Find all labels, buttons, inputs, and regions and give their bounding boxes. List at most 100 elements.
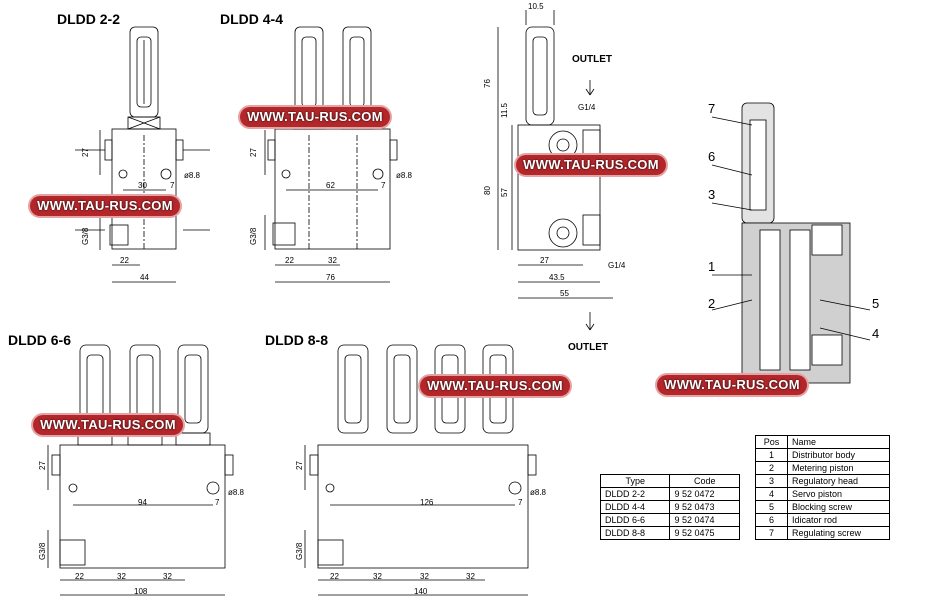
watermark: WWW.TAU-RUS.COM (33, 415, 183, 435)
callout-4: 4 (872, 326, 880, 341)
dim-32: 32 (420, 572, 429, 581)
dim-108: 108 (134, 587, 148, 596)
dim-diam: ø8.8 (530, 488, 547, 497)
callout-2: 2 (708, 296, 716, 311)
dim-76: 76 (326, 273, 335, 282)
table-cell: 9 52 0474 (669, 513, 740, 527)
dim-22: 22 (75, 572, 84, 581)
dim-22: 22 (285, 256, 294, 265)
table-header: Name (787, 435, 890, 449)
table-cell: Idicator rod (787, 513, 890, 527)
table-cell: 3 (754, 474, 789, 488)
table-cell: 1 (754, 448, 789, 462)
dim-32: 32 (328, 256, 337, 265)
dim-94: 94 (138, 498, 147, 507)
dim-g38: G3/8 (295, 542, 304, 560)
dim-27: 27 (38, 461, 47, 470)
dim-44: 44 (140, 273, 149, 282)
dim-32: 32 (117, 572, 126, 581)
watermark: WWW.TAU-RUS.COM (30, 196, 180, 216)
watermark: WWW.TAU-RUS.COM (516, 155, 666, 175)
title-dldd22: DLDD 2-2 (57, 11, 121, 27)
title-dldd44: DLDD 4-4 (220, 11, 284, 27)
table-cell: DLDD 4-4 (599, 500, 671, 514)
dim-g38: G3/8 (81, 227, 90, 245)
table-header-row: Pos Name (754, 435, 890, 449)
table-cell: 9 52 0475 (669, 526, 740, 540)
callout-6: 6 (708, 149, 716, 164)
callout-5: 5 (872, 296, 880, 311)
dim-43-5: 43.5 (549, 273, 565, 282)
table-cell: Blocking screw (787, 500, 890, 514)
dim-diam: ø8.8 (228, 488, 245, 497)
dim-g14-top: G1/4 (578, 103, 596, 112)
dim-7: 7 (381, 181, 386, 190)
dim-diam: ø8.8 (396, 171, 413, 180)
dim-22: 22 (330, 572, 339, 581)
table-cell: Servo piston (787, 487, 890, 501)
table-header: Type (599, 474, 671, 488)
drawing-side-view (497, 10, 613, 331)
table-cell: DLDD 2-2 (599, 487, 671, 501)
table-cell: 4 (754, 487, 789, 501)
table-cell: 9 52 0472 (669, 487, 740, 501)
table-cell: 7 (754, 526, 789, 540)
table-cell: 9 52 0473 (669, 500, 740, 514)
table-cell: Regulating screw (787, 526, 890, 540)
dim-80: 80 (483, 186, 492, 195)
dim-27: 27 (249, 148, 258, 157)
dim-11-5: 11.5 (500, 102, 509, 118)
table-cell: Regulatory head (787, 474, 890, 488)
table-header: Code (669, 474, 740, 488)
dimension-labels: 27 30 7 ø8.8 G3/8 22 44 27 62 7 ø8.8 G3/… (38, 2, 626, 596)
table-header: Pos (754, 435, 789, 449)
outlet-label-bottom: OUTLET (568, 342, 608, 353)
callout-7: 7 (708, 101, 716, 116)
dim-126: 126 (420, 498, 434, 507)
dim-27: 27 (295, 461, 304, 470)
dim-27: 27 (81, 148, 90, 157)
table-cell: DLDD 8-8 (599, 526, 671, 540)
dim-76v: 76 (483, 79, 492, 88)
dim-32: 32 (163, 572, 172, 581)
dim-140: 140 (414, 587, 428, 596)
drawing-section (711, 102, 871, 384)
title-dldd66: DLDD 6-6 (8, 332, 72, 348)
drawing-dldd66 (47, 344, 234, 596)
table-cell: Distributor body (787, 448, 890, 462)
table-cell: DLDD 6-6 (599, 513, 671, 527)
dim-57: 57 (500, 188, 509, 197)
dim-g38: G3/8 (249, 227, 258, 245)
dim-32: 32 (373, 572, 382, 581)
dim-diam: ø8.8 (184, 171, 201, 180)
dim-10-5: 10.5 (528, 2, 544, 11)
title-dldd88: DLDD 8-8 (265, 332, 329, 348)
table-cell: 5 (754, 500, 789, 514)
watermark: WWW.TAU-RUS.COM (420, 376, 570, 396)
dim-62: 62 (326, 181, 335, 190)
watermark: WWW.TAU-RUS.COM (657, 375, 807, 395)
watermark: WWW.TAU-RUS.COM (240, 107, 390, 127)
table-cell: Metering piston (787, 461, 890, 475)
dim-27-side: 27 (540, 256, 549, 265)
dim-g38: G3/8 (38, 542, 47, 560)
dim-22: 22 (120, 256, 129, 265)
table-cell: 2 (754, 461, 789, 475)
dim-g14-bottom: G1/4 (608, 261, 626, 270)
dim-55: 55 (560, 289, 569, 298)
table-cell: 6 (754, 513, 789, 527)
dim-7: 7 (518, 498, 523, 507)
dim-7: 7 (170, 181, 175, 190)
drawing-dldd44 (264, 26, 398, 283)
